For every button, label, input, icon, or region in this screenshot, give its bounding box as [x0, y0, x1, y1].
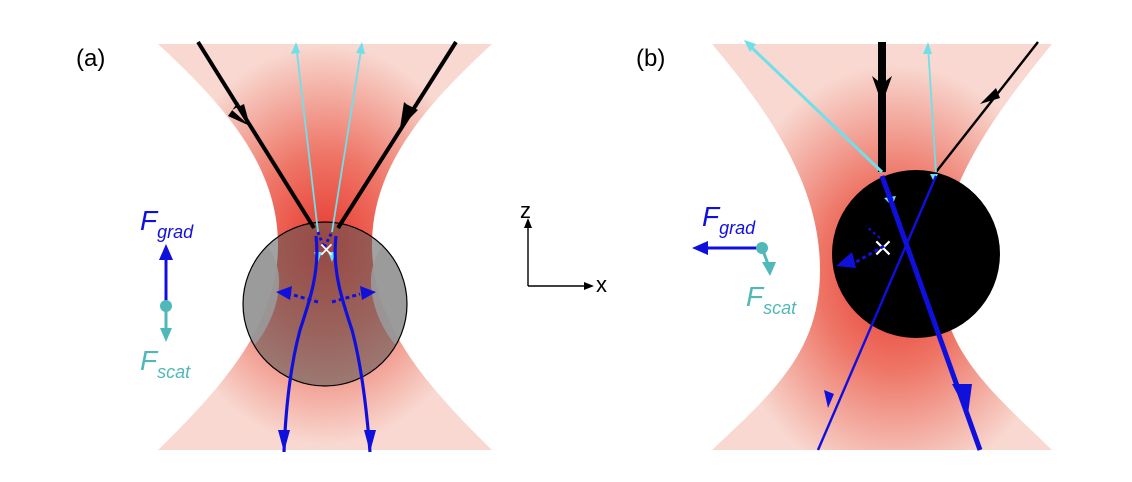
trap-focus-marker-a: × [318, 237, 335, 261]
momentum-arrows-a [276, 286, 376, 304]
scattering-force-label-a: Fscat [140, 345, 191, 382]
particle-b [832, 170, 1000, 338]
reflected-rays-b [748, 44, 937, 174]
panel-b-label: (b) [636, 45, 665, 72]
refracted-ray-arrowheads-b [824, 384, 972, 414]
incident-ray-arrowheads-b [872, 76, 1000, 104]
incident-rays-b [878, 41, 1039, 173]
incident-ray-arrowheads-a [228, 102, 418, 128]
panel-b: (b) [636, 40, 1052, 451]
refracted-rays-a [282, 231, 372, 453]
reflected-rays-a [295, 43, 363, 233]
gradient-force-label-a: Fgrad [140, 205, 194, 242]
coordinate-axes: z x [520, 198, 607, 297]
momentum-arrows-b [836, 225, 885, 268]
force-diagram-b [692, 241, 776, 276]
refracted-ray-arrowheads-a [278, 430, 376, 452]
panel-a-label: (a) [76, 45, 105, 72]
x-axis-label: x [596, 272, 607, 297]
z-axis-label: z [520, 198, 531, 223]
incident-rays-a [196, 40, 458, 230]
panel-a: (a) [76, 40, 492, 453]
scattering-force-label-b: Fscat [746, 281, 797, 318]
force-diagram-a [159, 244, 173, 342]
gradient-force-label-b: Fgrad [702, 201, 756, 238]
particle-a [242, 221, 408, 387]
